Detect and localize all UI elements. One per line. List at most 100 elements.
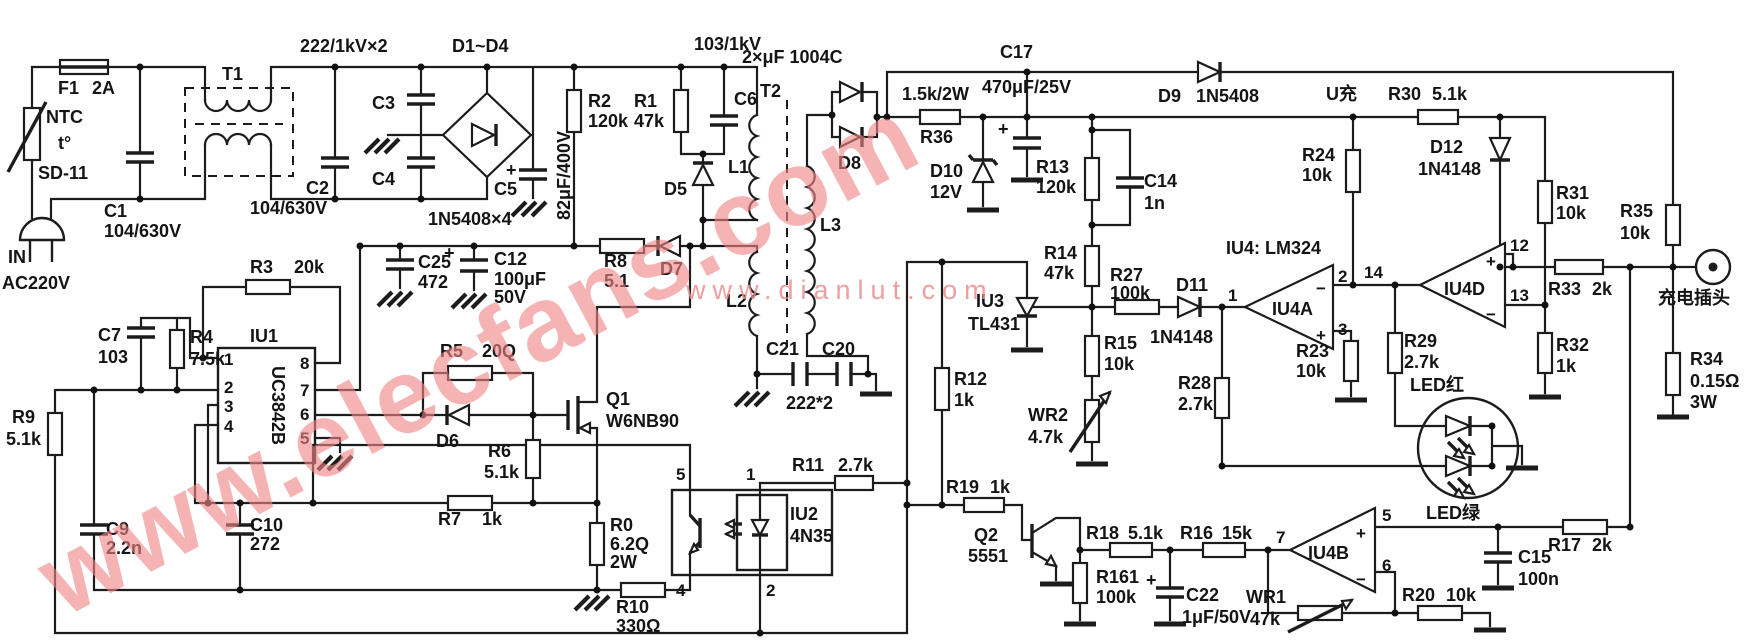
r13-body bbox=[1083, 156, 1101, 202]
label-c10-value: 272 bbox=[250, 534, 280, 554]
label-r17: R17 bbox=[1548, 535, 1581, 555]
label-l1: L1 bbox=[728, 157, 749, 177]
label-r11: R11 bbox=[792, 455, 824, 475]
diode-d12 bbox=[1488, 136, 1512, 163]
label-iu1-part: UC3842B bbox=[268, 366, 288, 445]
label-c17: C17 bbox=[1000, 42, 1033, 62]
label-r3: R3 bbox=[250, 257, 273, 277]
r30-body bbox=[1416, 108, 1460, 126]
label-d8: D8 bbox=[838, 153, 861, 173]
label-r33-value: 2k bbox=[1592, 279, 1613, 299]
label-r5: R5 bbox=[440, 341, 463, 361]
dual-led-indicator bbox=[1416, 396, 1520, 500]
label-r1: R1 bbox=[634, 91, 657, 111]
label-ntc: NTC bbox=[46, 107, 83, 127]
label-r35: R35 bbox=[1620, 201, 1653, 221]
label-c2-value: 104/630V bbox=[250, 198, 327, 218]
iu4d-minus: − bbox=[1486, 305, 1496, 324]
label-c20: C20 bbox=[822, 339, 855, 359]
label-r161: R161 bbox=[1096, 567, 1139, 587]
label-r30-value: 5.1k bbox=[1432, 84, 1468, 104]
label-d9-part: 1N5408 bbox=[1196, 86, 1259, 106]
label-wr1-value: 47k bbox=[1250, 609, 1281, 629]
r29-body bbox=[1386, 331, 1404, 375]
r15-body bbox=[1083, 334, 1101, 378]
label-r12-value: 1k bbox=[954, 390, 975, 410]
label-r35-value: 10k bbox=[1620, 223, 1651, 243]
label-c6-value: 103/1kV bbox=[694, 34, 761, 54]
iu4d-pin12: 12 bbox=[1510, 236, 1529, 255]
zener-d10 bbox=[967, 153, 999, 184]
iu1-pin3: 3 bbox=[224, 397, 233, 416]
label-sec-note: 2×μF 1004C bbox=[742, 47, 843, 67]
label-r0-value: 6.2Q bbox=[610, 534, 649, 554]
opamp-iu4d bbox=[1417, 241, 1507, 329]
label-c22: C22 bbox=[1186, 585, 1219, 605]
label-c5: C5 bbox=[494, 179, 517, 199]
label-c9-value: 2.2n bbox=[106, 538, 142, 558]
label-c12: C12 bbox=[494, 249, 527, 269]
opamp-iu4a bbox=[1242, 263, 1335, 351]
label-r13: R13 bbox=[1036, 157, 1069, 177]
label-q1-part: W6NB90 bbox=[606, 411, 679, 431]
diode-d6 bbox=[446, 403, 471, 427]
opamp-iu4b bbox=[1287, 506, 1377, 594]
label-r8: R8 bbox=[604, 251, 627, 271]
label-r11-value: 2.7k bbox=[838, 455, 874, 475]
diode-d5 bbox=[691, 162, 715, 187]
label-r27: R27 bbox=[1110, 265, 1143, 285]
iu4b-minus: − bbox=[1356, 570, 1366, 589]
label-c15-value: 100n bbox=[1518, 569, 1559, 589]
label-c21-c20-value: 222*2 bbox=[786, 393, 833, 413]
r32-body bbox=[1536, 331, 1554, 375]
label-c17-value: 470μF/25V bbox=[982, 77, 1071, 97]
iu4b-pin5: 5 bbox=[1382, 506, 1391, 525]
ic-iu2-4n35 bbox=[670, 488, 834, 577]
label-r10: R10 bbox=[616, 597, 649, 617]
label-r34-watt: 3W bbox=[1690, 392, 1717, 412]
label-r17-value: 2k bbox=[1592, 535, 1613, 555]
label-r13-value: 120k bbox=[1036, 177, 1077, 197]
label-wr2: WR2 bbox=[1028, 405, 1068, 425]
label-iu4a: IU4A bbox=[1272, 299, 1313, 319]
label-c21: C21 bbox=[766, 339, 799, 359]
diode-d8-pair bbox=[838, 80, 864, 149]
iu1-pin7: 7 bbox=[300, 381, 309, 400]
r4-body bbox=[168, 328, 186, 370]
label-r31-value: 10k bbox=[1556, 203, 1587, 223]
r18-body bbox=[1108, 541, 1154, 559]
capacitor-plates bbox=[80, 93, 1512, 599]
r31-body bbox=[1536, 179, 1554, 225]
label-c22-value: 1μF/50V bbox=[1182, 607, 1251, 627]
label-r18: R18 bbox=[1086, 523, 1119, 543]
label-wr1: WR1 bbox=[1246, 587, 1286, 607]
iu2-pin1: 1 bbox=[746, 465, 755, 484]
label-r14-value: 47k bbox=[1044, 263, 1075, 283]
r161-body bbox=[1071, 561, 1089, 605]
label-r34: R34 bbox=[1690, 349, 1723, 369]
label-r36: R36 bbox=[920, 127, 953, 147]
label-d12-part: 1N4148 bbox=[1418, 159, 1481, 179]
r28-body bbox=[1213, 376, 1231, 420]
iu4a-pin2: 2 bbox=[1338, 267, 1347, 286]
label-t2: T2 bbox=[760, 81, 781, 101]
label-r9-value: 5.1k bbox=[6, 429, 42, 449]
label-r7-value: 1k bbox=[482, 509, 503, 529]
label-r0: R0 bbox=[610, 515, 633, 535]
label-c1: C1 bbox=[104, 201, 127, 221]
r5-body bbox=[446, 364, 494, 382]
label-c7-value: 103 bbox=[98, 347, 128, 367]
label-r29-value: 2.7k bbox=[1404, 352, 1440, 372]
r27-body bbox=[1113, 298, 1161, 316]
r19-body bbox=[962, 496, 1006, 514]
iu4b-pin6: 6 bbox=[1382, 556, 1391, 575]
label-r8-value: 5.1 bbox=[604, 271, 629, 291]
label-d12: D12 bbox=[1430, 137, 1463, 157]
diode-d9 bbox=[1196, 60, 1223, 84]
label-r24-value: 10k bbox=[1302, 165, 1333, 185]
label-c14-value: 1n bbox=[1144, 193, 1165, 213]
r34-body bbox=[1664, 351, 1682, 397]
label-r5-value: 20Q bbox=[482, 341, 516, 361]
labels: IN AC220V F1 2A NTC t° SD-11 C1 104/630V… bbox=[2, 34, 1739, 636]
label-wr2-value: 4.7k bbox=[1028, 427, 1064, 447]
